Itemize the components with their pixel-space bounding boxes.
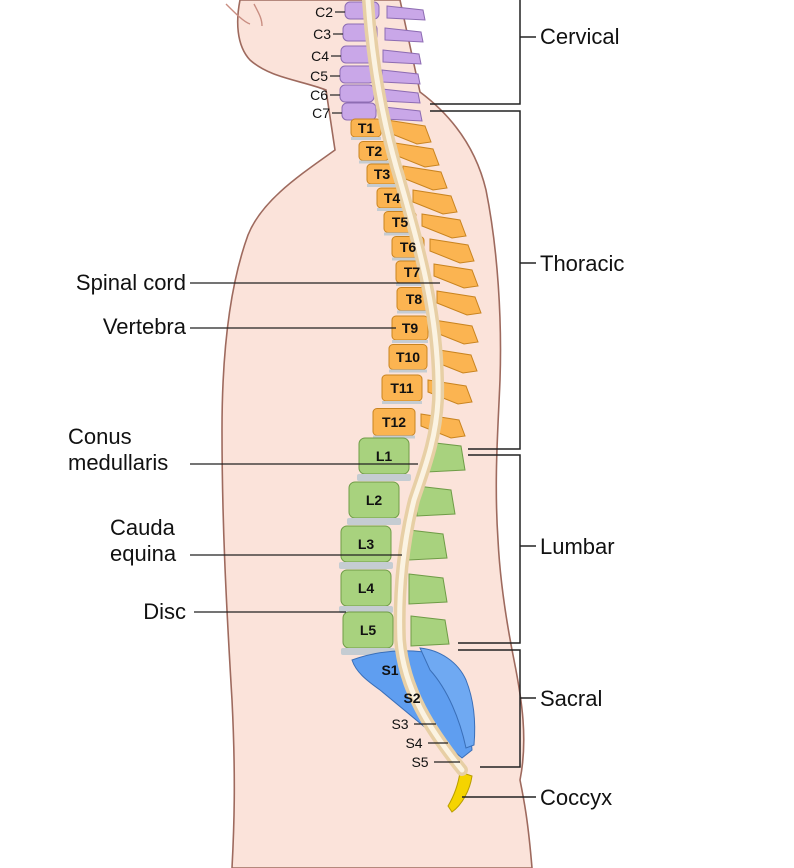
disc-t5: [384, 232, 416, 236]
label-l1: L1: [376, 448, 393, 464]
spinal-cord-core: [365, 0, 465, 773]
label-l4: L4: [358, 580, 375, 596]
thoracic-label: Thoracic: [540, 251, 624, 276]
disc-t8: [397, 310, 431, 314]
label-t9: T9: [402, 320, 419, 336]
disc-label: Disc: [143, 599, 186, 624]
thoracic-bracket: [430, 110, 521, 450]
sacrum-posterior: [419, 647, 476, 749]
process-c3: [384, 27, 424, 43]
disc-l4: [339, 606, 393, 613]
label-t3: T3: [374, 166, 391, 182]
label-s2: S2: [403, 690, 420, 706]
region-brackets: [430, 0, 536, 798]
label-t4: T4: [384, 190, 401, 206]
label-t1: T1: [358, 120, 375, 136]
disc-t12: [373, 435, 415, 439]
label-c3: C3: [313, 26, 331, 42]
process-t4: [412, 189, 458, 215]
process-l4: [408, 573, 448, 605]
vertebral-bodies: [339, 1, 432, 655]
label-l2: L2: [366, 492, 383, 508]
process-l5: [410, 615, 450, 647]
label-s1: S1: [381, 662, 398, 678]
label-s4: S4: [405, 735, 422, 751]
label-t11: T11: [390, 380, 414, 396]
cauda-label-line1: Cauda: [110, 515, 176, 540]
ear-outline: [225, 3, 263, 27]
label-c7: C7: [312, 105, 330, 121]
lumbar-label: Lumbar: [540, 534, 615, 559]
disc-l2: [347, 518, 401, 525]
process-t5: [421, 213, 467, 239]
label-c6: C6: [310, 87, 328, 103]
label-s5: S5: [411, 754, 428, 770]
label-t10: T10: [396, 349, 420, 365]
sacral-label: Sacral: [540, 686, 602, 711]
coccyx-bone: [447, 771, 473, 813]
label-c4: C4: [311, 48, 329, 64]
process-c2: [386, 5, 426, 21]
lumbar-bracket: [458, 454, 521, 644]
label-t7: T7: [404, 264, 421, 280]
disc-t11: [382, 401, 422, 404]
spinal-cord-label: Spinal cord: [76, 270, 186, 295]
disc-t10: [389, 369, 427, 373]
label-t12: T12: [382, 414, 406, 430]
conus-label-line2: medullaris: [68, 450, 168, 475]
label-t2: T2: [366, 143, 383, 159]
disc-t3: [367, 184, 397, 187]
label-s3: S3: [391, 716, 408, 732]
label-c5: C5: [310, 68, 328, 84]
conus-label-line1: Conus: [68, 424, 132, 449]
sacral-bracket: [458, 649, 521, 768]
coccyx-label: Coccyx: [540, 785, 612, 810]
label-l3: L3: [358, 536, 375, 552]
label-c2: C2: [315, 4, 333, 20]
label-l5: L5: [360, 622, 377, 638]
process-t8: [436, 290, 482, 316]
process-c4: [382, 49, 422, 65]
disc-t9: [392, 340, 428, 343]
disc-t1: [351, 137, 381, 140]
disc-l3: [339, 562, 393, 569]
cervical-bracket: [430, 0, 521, 105]
process-t7: [433, 263, 479, 289]
disc-t6: [392, 257, 424, 261]
vertebra-labels: C2C3C4C5C6C7T1T2T3T4T5T6T7T8T9T10T11T12L…: [310, 4, 460, 770]
vertebra-c5: [339, 65, 375, 84]
label-t8: T8: [406, 291, 423, 307]
vertebra-label: Vertebra: [103, 314, 187, 339]
vertebra-c7: [341, 102, 377, 121]
disc-t7: [396, 283, 428, 286]
process-t6: [429, 238, 475, 264]
cauda-label-line2: equina: [110, 541, 177, 566]
process-l3: [408, 529, 448, 561]
disc-t2: [359, 160, 389, 164]
disc-t4: [377, 208, 407, 211]
label-t6: T6: [400, 239, 417, 255]
vertebra-c6: [339, 84, 375, 103]
cervical-label: Cervical: [540, 24, 619, 49]
disc-l1: [357, 474, 411, 481]
label-t5: T5: [392, 214, 409, 230]
